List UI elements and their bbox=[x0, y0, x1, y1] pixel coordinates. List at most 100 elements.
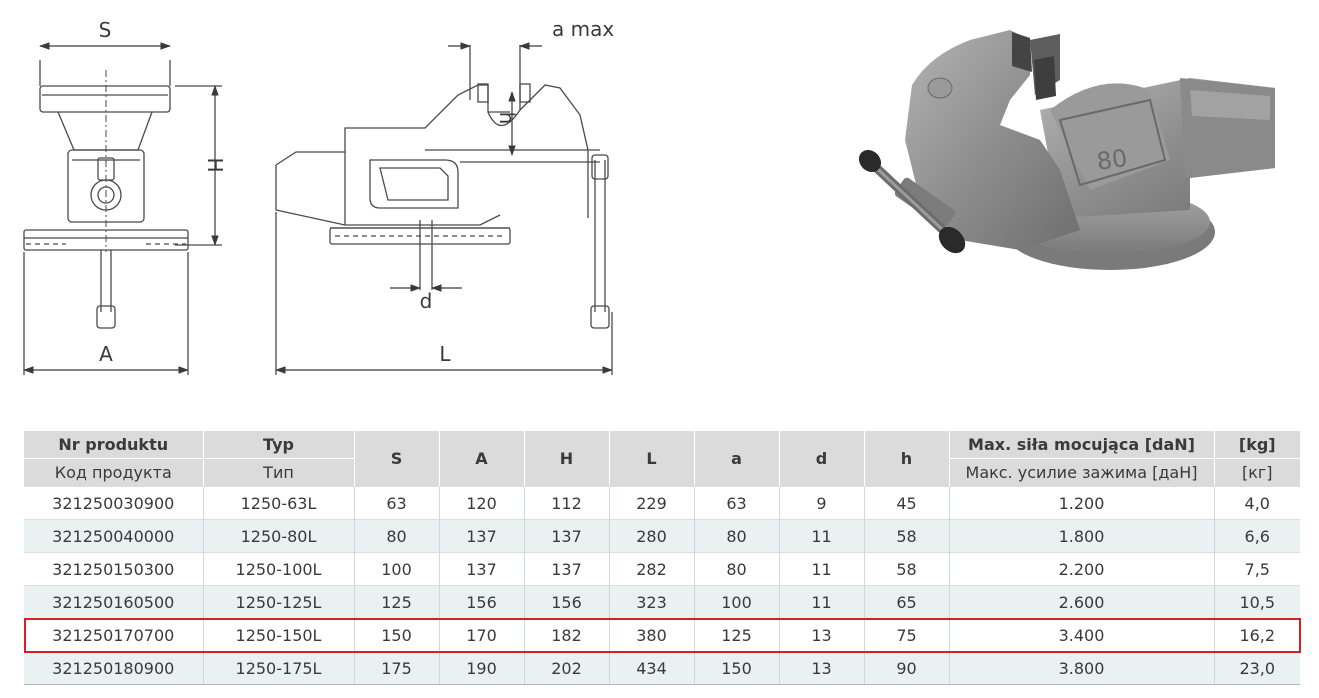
table-header-row: Nr produktu Typ S A H L a d h Max. siła … bbox=[24, 431, 1300, 487]
cell-nr: 321250150300 bbox=[24, 552, 203, 586]
svg-text:A: A bbox=[99, 342, 113, 366]
cell-typ: 1250-80L bbox=[202, 519, 354, 553]
vise-photo: 80 bbox=[858, 30, 1275, 270]
cell-force: 2.600 bbox=[948, 585, 1214, 619]
dim-S: S bbox=[38, 18, 172, 50]
cell-h-big: 182 bbox=[523, 618, 609, 652]
cell-h: 75 bbox=[863, 618, 949, 652]
col-header-nr: Nr produktu bbox=[24, 431, 203, 459]
svg-text:L: L bbox=[439, 342, 451, 366]
cell-typ: 1250-100L bbox=[202, 552, 354, 586]
col-subheader-nr: Код продукта bbox=[24, 458, 203, 487]
cell-typ: 1250-63L bbox=[202, 486, 354, 520]
svg-text:S: S bbox=[99, 18, 112, 42]
cell-l: 282 bbox=[608, 552, 694, 586]
cell-typ: 1250-125L bbox=[202, 585, 354, 619]
technical-drawing: S A H L bbox=[22, 17, 1275, 375]
svg-text:h: h bbox=[495, 112, 519, 125]
svg-text:d: d bbox=[420, 289, 433, 313]
cell-h-big: 137 bbox=[523, 552, 609, 586]
cell-d: 13 bbox=[778, 618, 864, 652]
cell-h-big: 156 bbox=[523, 585, 609, 619]
table-row: 321250030900 1250-63L 63 120 112 229 63 … bbox=[24, 486, 1300, 520]
col-header-kg: [kg] bbox=[1213, 431, 1300, 459]
table-row: 321250150300 1250-100L 100 137 137 282 8… bbox=[24, 552, 1300, 586]
cell-d: 11 bbox=[778, 519, 864, 553]
cell-kg: 16,2 bbox=[1213, 618, 1300, 652]
cell-a: 80 bbox=[693, 519, 779, 553]
cell-d: 13 bbox=[778, 651, 864, 685]
svg-text:H: H bbox=[203, 157, 227, 172]
dim-A: A bbox=[22, 342, 190, 374]
cell-d: 9 bbox=[778, 486, 864, 520]
cell-force: 3.800 bbox=[948, 651, 1214, 685]
cell-force: 1.800 bbox=[948, 519, 1214, 553]
col-header-s: S bbox=[353, 431, 439, 487]
cell-a-big: 190 bbox=[438, 651, 524, 685]
cell-nr: 321250170700 bbox=[24, 618, 203, 652]
cell-a: 100 bbox=[693, 585, 779, 619]
cell-l: 434 bbox=[608, 651, 694, 685]
cell-kg: 23,0 bbox=[1213, 651, 1300, 685]
cell-a: 125 bbox=[693, 618, 779, 652]
dim-h: h bbox=[495, 90, 519, 157]
svg-text:a max: a max bbox=[552, 17, 614, 41]
cell-force: 2.200 bbox=[948, 552, 1214, 586]
cell-a: 150 bbox=[693, 651, 779, 685]
cell-kg: 7,5 bbox=[1213, 552, 1300, 586]
cell-a-big: 170 bbox=[438, 618, 524, 652]
cell-d: 11 bbox=[778, 585, 864, 619]
cell-nr: 321250040000 bbox=[24, 519, 203, 553]
cell-h: 58 bbox=[863, 552, 949, 586]
table-row: 321250040000 1250-80L 80 137 137 280 80 … bbox=[24, 519, 1300, 553]
cell-nr: 321250030900 bbox=[24, 486, 203, 520]
cell-typ: 1250-150L bbox=[202, 618, 354, 652]
front-view-drawing bbox=[23, 60, 222, 375]
cell-l: 380 bbox=[608, 618, 694, 652]
cell-h: 90 bbox=[863, 651, 949, 685]
cell-s: 125 bbox=[353, 585, 439, 619]
side-view-drawing bbox=[275, 45, 613, 375]
cell-a-big: 120 bbox=[438, 486, 524, 520]
cell-kg: 10,5 bbox=[1213, 585, 1300, 619]
cell-force: 3.400 bbox=[948, 618, 1214, 652]
cell-s: 175 bbox=[353, 651, 439, 685]
cell-typ: 1250-175L bbox=[202, 651, 354, 685]
cell-h-big: 202 bbox=[523, 651, 609, 685]
col-header-d: d bbox=[778, 431, 864, 487]
table-row: 321250160500 1250-125L 125 156 156 323 1… bbox=[24, 585, 1300, 619]
cell-h-big: 112 bbox=[523, 486, 609, 520]
dim-L: L bbox=[274, 342, 614, 374]
cell-h: 65 bbox=[863, 585, 949, 619]
cell-a: 63 bbox=[693, 486, 779, 520]
dim-a-max: a max bbox=[448, 17, 614, 50]
col-header-h: h bbox=[863, 431, 949, 487]
dim-H: H bbox=[203, 84, 227, 247]
cell-nr: 321250180900 bbox=[24, 651, 203, 685]
cell-s: 80 bbox=[353, 519, 439, 553]
col-header-a: a bbox=[693, 431, 779, 487]
cell-l: 280 bbox=[608, 519, 694, 553]
table-row-highlighted: 321250170700 1250-150L 150 170 182 380 1… bbox=[24, 618, 1300, 652]
cell-l: 229 bbox=[608, 486, 694, 520]
cell-s: 100 bbox=[353, 552, 439, 586]
jaw-marking: 80 bbox=[1095, 144, 1129, 176]
table-subheader-row: Код продукта Тип Макс. усилие зажима [да… bbox=[24, 458, 1300, 487]
cell-nr: 321250160500 bbox=[24, 585, 203, 619]
col-header-typ: Typ bbox=[202, 431, 354, 459]
cell-force: 1.200 bbox=[948, 486, 1214, 520]
cell-kg: 6,6 bbox=[1213, 519, 1300, 553]
cell-kg: 4,0 bbox=[1213, 486, 1300, 520]
cell-h-big: 137 bbox=[523, 519, 609, 553]
cell-s: 150 bbox=[353, 618, 439, 652]
spec-table: Nr produktu Typ S A H L a d h Max. siła … bbox=[24, 431, 1300, 685]
cell-a-big: 137 bbox=[438, 552, 524, 586]
cell-a-big: 156 bbox=[438, 585, 524, 619]
col-header-force: Max. siła mocująca [daN] bbox=[948, 431, 1214, 459]
col-subheader-typ: Тип bbox=[202, 458, 354, 487]
cell-s: 63 bbox=[353, 486, 439, 520]
col-header-h-big: H bbox=[523, 431, 609, 487]
cell-l: 323 bbox=[608, 585, 694, 619]
col-subheader-force: Макс. усилие зажима [даН] bbox=[948, 458, 1214, 487]
col-header-a-big: A bbox=[438, 431, 524, 487]
